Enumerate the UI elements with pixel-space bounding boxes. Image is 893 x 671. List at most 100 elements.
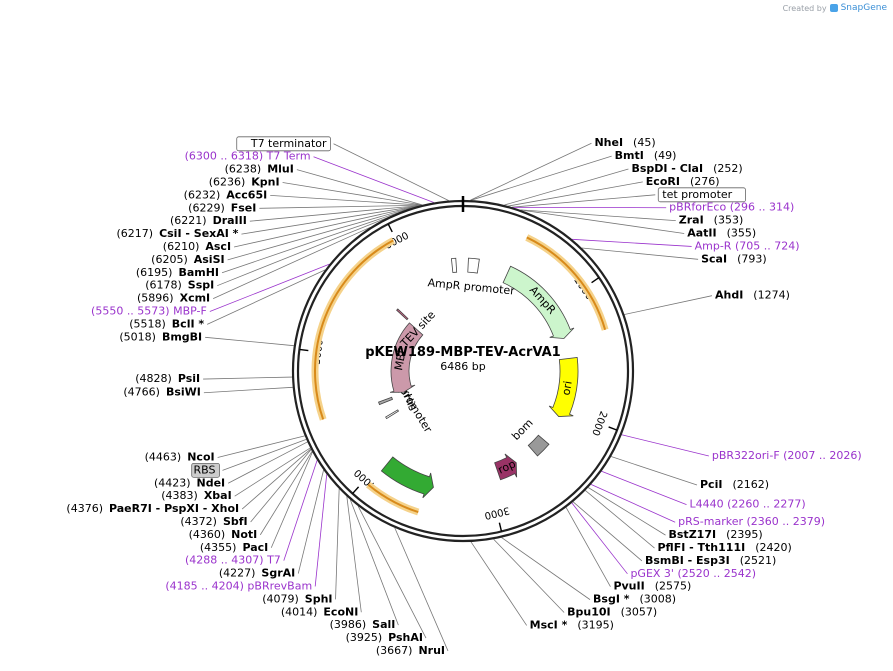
site-xbai[interactable]: (4383)XbaI bbox=[161, 489, 231, 502]
site-draiii[interactable]: (6221)DraIII bbox=[170, 214, 247, 227]
leader-line bbox=[624, 295, 713, 315]
site-bamhi[interactable]: (6195)BamHI bbox=[136, 266, 219, 279]
feature-t7-terminator[interactable] bbox=[450, 257, 458, 273]
primer-4185-4204-pbrrevbam[interactable]: (4185 .. 4204) pBRrevBam bbox=[165, 579, 312, 592]
site-fsei[interactable]: (6229)FseI bbox=[188, 201, 256, 214]
feature-10xhis[interactable] bbox=[378, 396, 394, 406]
site-xcmi[interactable]: (5896)XcmI bbox=[137, 292, 210, 305]
leader-line bbox=[601, 470, 687, 506]
leader-line bbox=[349, 499, 399, 626]
site-bmti[interactable]: BmtI(49) bbox=[615, 149, 677, 162]
primer-prs-marker-2360-2379[interactable]: pRS-marker (2360 .. 2379) bbox=[678, 515, 825, 528]
site-asci[interactable]: (6210)AscI bbox=[163, 240, 231, 253]
coverage-arc bbox=[311, 237, 395, 421]
site-paci[interactable]: (4355)PacI bbox=[200, 541, 268, 554]
site-sgrai[interactable]: (4227)SgrAI bbox=[219, 567, 295, 580]
feature-ori[interactable] bbox=[548, 357, 579, 417]
site-pflfi-tth111i[interactable]: PflFI - Tth111I(2420) bbox=[658, 541, 792, 554]
site-noti[interactable]: (4360)NotI bbox=[189, 528, 258, 541]
leader-line bbox=[333, 143, 449, 201]
site-bstz17i[interactable]: BstZ17I(2395) bbox=[669, 528, 763, 541]
leader-line bbox=[222, 438, 307, 471]
site-kpni[interactable]: (6236)KpnI bbox=[209, 175, 280, 188]
leader-line bbox=[470, 155, 612, 201]
coverage-arc-line bbox=[526, 236, 607, 331]
leader-line bbox=[259, 451, 313, 536]
site-acc65i[interactable]: (6232)Acc65I bbox=[184, 188, 268, 201]
feature-callout-tet-promoter[interactable]: tet promoter bbox=[662, 188, 732, 201]
tick-mark bbox=[498, 522, 503, 532]
site-csii-sexai[interactable]: (6217)CsiI - SexAI * bbox=[116, 227, 238, 240]
feature-label-mbp: MBP bbox=[392, 346, 409, 372]
site-msci[interactable]: MscI *(3195) bbox=[530, 618, 614, 631]
site-bcli[interactable]: (5518)BclI * bbox=[129, 317, 204, 330]
site-bspdi-clai[interactable]: BspDI - ClaI(252) bbox=[631, 162, 742, 175]
site-pshai[interactable]: (3925)PshAI bbox=[346, 631, 423, 644]
site-nrui[interactable]: (3667)NruI bbox=[376, 644, 445, 657]
feature-rop[interactable] bbox=[494, 453, 518, 481]
feature-bom[interactable] bbox=[527, 434, 550, 457]
callout-box bbox=[657, 187, 746, 203]
primer-5550-5573-mbp-f[interactable]: (5550 .. 5573) MBP-F bbox=[91, 304, 207, 317]
site-econi[interactable]: (4014)EcoNI bbox=[281, 605, 358, 618]
leader-line bbox=[241, 448, 312, 510]
site-sali[interactable]: (3986)SalI bbox=[330, 618, 396, 631]
tick-mark bbox=[352, 486, 360, 495]
primer-l4440-2260-2277[interactable]: L4440 (2260 .. 2277) bbox=[690, 498, 806, 511]
site-sphi[interactable]: (4079)SphI bbox=[262, 592, 332, 605]
leader-line bbox=[346, 496, 362, 613]
plasmid-size: 6486 bp bbox=[440, 360, 485, 373]
site-paer7i-pspxi-xhoi[interactable]: (4376)PaeR7I - PspXI - XhoI bbox=[66, 502, 239, 515]
site-nhei[interactable]: NheI(45) bbox=[594, 136, 655, 149]
leader-line bbox=[511, 194, 656, 208]
site-ecori[interactable]: EcoRI(276) bbox=[646, 175, 720, 188]
feature-ampr-promoter[interactable] bbox=[467, 257, 480, 274]
feature-tev-site[interactable] bbox=[396, 308, 409, 321]
site-bmgbi[interactable]: (5018)BmgBI bbox=[119, 330, 202, 343]
primer-6300-6318-t7-term[interactable]: (6300 .. 6318) T7 Term bbox=[185, 150, 311, 163]
site-psii[interactable]: (4828)PsiI bbox=[135, 372, 200, 385]
feature-callout-t7-terminator[interactable]: T7 terminator bbox=[250, 137, 327, 150]
leader-line bbox=[504, 168, 629, 206]
site-bpu10i[interactable]: Bpu10I(3057) bbox=[567, 606, 657, 619]
leader-line bbox=[227, 205, 418, 261]
primer-amp-r-705-724[interactable]: Amp-R (705 .. 724) bbox=[695, 239, 800, 252]
feature-ampr[interactable] bbox=[502, 265, 575, 339]
feature-callout-rbs[interactable]: RBS bbox=[194, 463, 216, 476]
leader-line bbox=[249, 205, 420, 222]
site-bsmbi-esp3i[interactable]: BsmBI - Esp3I(2521) bbox=[645, 554, 776, 567]
site-ncoi[interactable]: (4463)NcoI bbox=[145, 450, 215, 463]
feature-label-ampr-promoter: AmpR promoter bbox=[427, 276, 516, 297]
site-sspi[interactable]: (6178)SspI bbox=[145, 279, 214, 292]
primer-pbr322ori-f-2007-2026[interactable]: pBR322ori-F (2007 .. 2026) bbox=[712, 449, 862, 462]
site-bsgi[interactable]: BsgI *(3008) bbox=[593, 593, 676, 606]
feature-t7-promoter[interactable] bbox=[385, 409, 400, 420]
site-asisi[interactable]: (6205)AsiSI bbox=[151, 253, 224, 266]
primer-4288-4307-t7[interactable]: (4288 .. 4307) T7 bbox=[185, 554, 281, 567]
credit-prefix: Created by bbox=[782, 3, 827, 13]
site-aatii[interactable]: AatII(355) bbox=[687, 227, 756, 240]
leader-line bbox=[297, 469, 324, 574]
site-bsiwi[interactable]: (4766)BsiWI bbox=[123, 386, 201, 399]
leader-line bbox=[259, 204, 421, 209]
feature-mbp[interactable] bbox=[389, 322, 424, 393]
site-scai[interactable]: ScaI(793) bbox=[701, 252, 767, 265]
leader-line bbox=[209, 263, 330, 312]
leader-lines bbox=[203, 142, 713, 652]
tick-label: 3000 bbox=[483, 504, 510, 521]
site-sbfi[interactable]: (4372)SbfI bbox=[180, 515, 247, 528]
tick-mark bbox=[387, 223, 393, 233]
site-pvuii[interactable]: PvuII(2575) bbox=[613, 580, 691, 593]
leader-line bbox=[233, 205, 418, 248]
leader-line bbox=[585, 490, 655, 549]
label-layer: NheI(45)BmtI(49)BspDI - ClaI(252)EcoRI(2… bbox=[66, 136, 861, 657]
site-ndei[interactable]: (4423)NdeI bbox=[154, 476, 225, 489]
feature-acrva1[interactable] bbox=[380, 456, 434, 499]
site-pcii[interactable]: PciI(2162) bbox=[700, 478, 769, 491]
leader-line bbox=[296, 169, 423, 206]
site-ahdi[interactable]: AhdI(1274) bbox=[715, 289, 790, 302]
site-mlui[interactable]: (6238)MluI bbox=[225, 163, 294, 176]
primer-pgex-3-2520-2542[interactable]: pGEX 3' (2520 .. 2542) bbox=[630, 567, 756, 580]
primer-pbrforeco-296-314[interactable]: pBRforEco (296 .. 314) bbox=[669, 201, 794, 214]
site-zrai[interactable]: ZraI(353) bbox=[679, 214, 744, 227]
